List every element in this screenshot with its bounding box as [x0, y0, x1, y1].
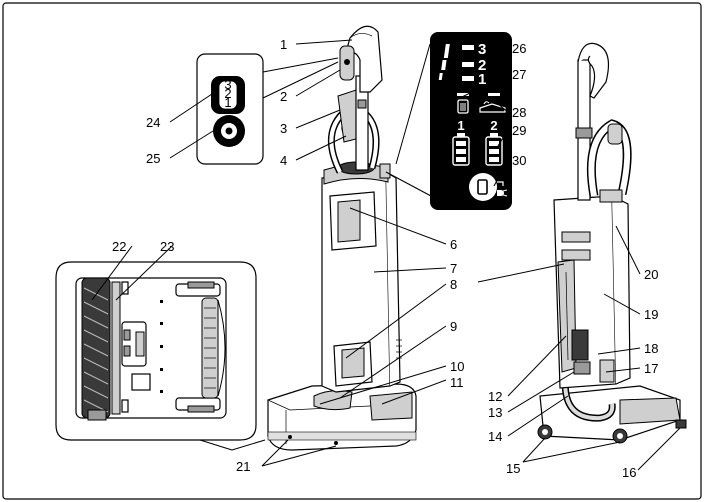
rear-handle-grip: [577, 42, 609, 99]
battery-2-label: 2: [490, 118, 497, 133]
battery-icon: [477, 179, 488, 195]
vacuum-back-view: [537, 42, 687, 444]
callout-25: 25: [146, 151, 160, 166]
display-inset: 3 2 1 1 2: [395, 32, 512, 210]
callout-23: 23: [160, 239, 174, 254]
bin-icon: [457, 99, 469, 114]
callout-13: 13: [488, 405, 502, 420]
switch-level-3: 3: [224, 77, 231, 92]
underside-inset: [55, 261, 266, 451]
display-level-3: 3: [478, 41, 486, 58]
callout-14: 14: [488, 429, 502, 444]
callout-15: 15: [506, 461, 520, 476]
display-level-1: 1: [478, 71, 486, 88]
callout-11: 11: [450, 375, 464, 390]
brush-cover: [111, 281, 121, 415]
light-button: [469, 173, 508, 201]
display-level-2: 2: [478, 57, 486, 74]
callout-19: 19: [644, 307, 658, 322]
headlight-icon: [497, 190, 504, 196]
callout-20: 20: [644, 267, 658, 282]
callout-8: 8: [450, 277, 457, 292]
callout-16: 16: [622, 465, 636, 480]
switch-level-2: 2: [224, 86, 231, 101]
callout-3: 3: [280, 121, 287, 136]
callout-22: 22: [112, 239, 126, 254]
battery-1-label: 1: [457, 118, 464, 133]
callout-30: 30: [512, 153, 526, 168]
vacuum-front-view: [267, 25, 417, 451]
callout-10: 10: [450, 359, 464, 374]
callout-1: 1: [280, 37, 287, 52]
callout-2: 2: [280, 89, 287, 104]
callout-12: 12: [488, 389, 502, 404]
battery-indicators: 1 2: [452, 118, 503, 166]
callout-29: 29: [512, 123, 526, 138]
callout-27: 27: [512, 67, 526, 82]
callout-26: 26: [512, 41, 526, 56]
callout-21: 21: [236, 459, 250, 474]
leader-lines: [91, 39, 681, 471]
callout-6: 6: [450, 237, 457, 252]
callout-4: 4: [280, 153, 287, 168]
callout-9: 9: [450, 319, 457, 334]
dust-bin-indicator: [457, 93, 469, 114]
switch-inset: 3 2 1: [196, 53, 339, 165]
callout-24: 24: [146, 115, 160, 130]
callout-17: 17: [644, 361, 658, 376]
callout-28: 28: [512, 105, 526, 120]
callout-7: 7: [450, 261, 457, 276]
release-latch: [571, 329, 589, 361]
callout-18: 18: [644, 341, 658, 356]
power-level-indicator: 3 2 1: [438, 41, 486, 88]
callout-5: 5: [450, 197, 457, 212]
switch-level-1: 1: [224, 95, 231, 110]
callout-numbers: 1 2 3 4 5 6 7 8 9 10 11 12 13 14 15 16 1…: [112, 37, 658, 480]
